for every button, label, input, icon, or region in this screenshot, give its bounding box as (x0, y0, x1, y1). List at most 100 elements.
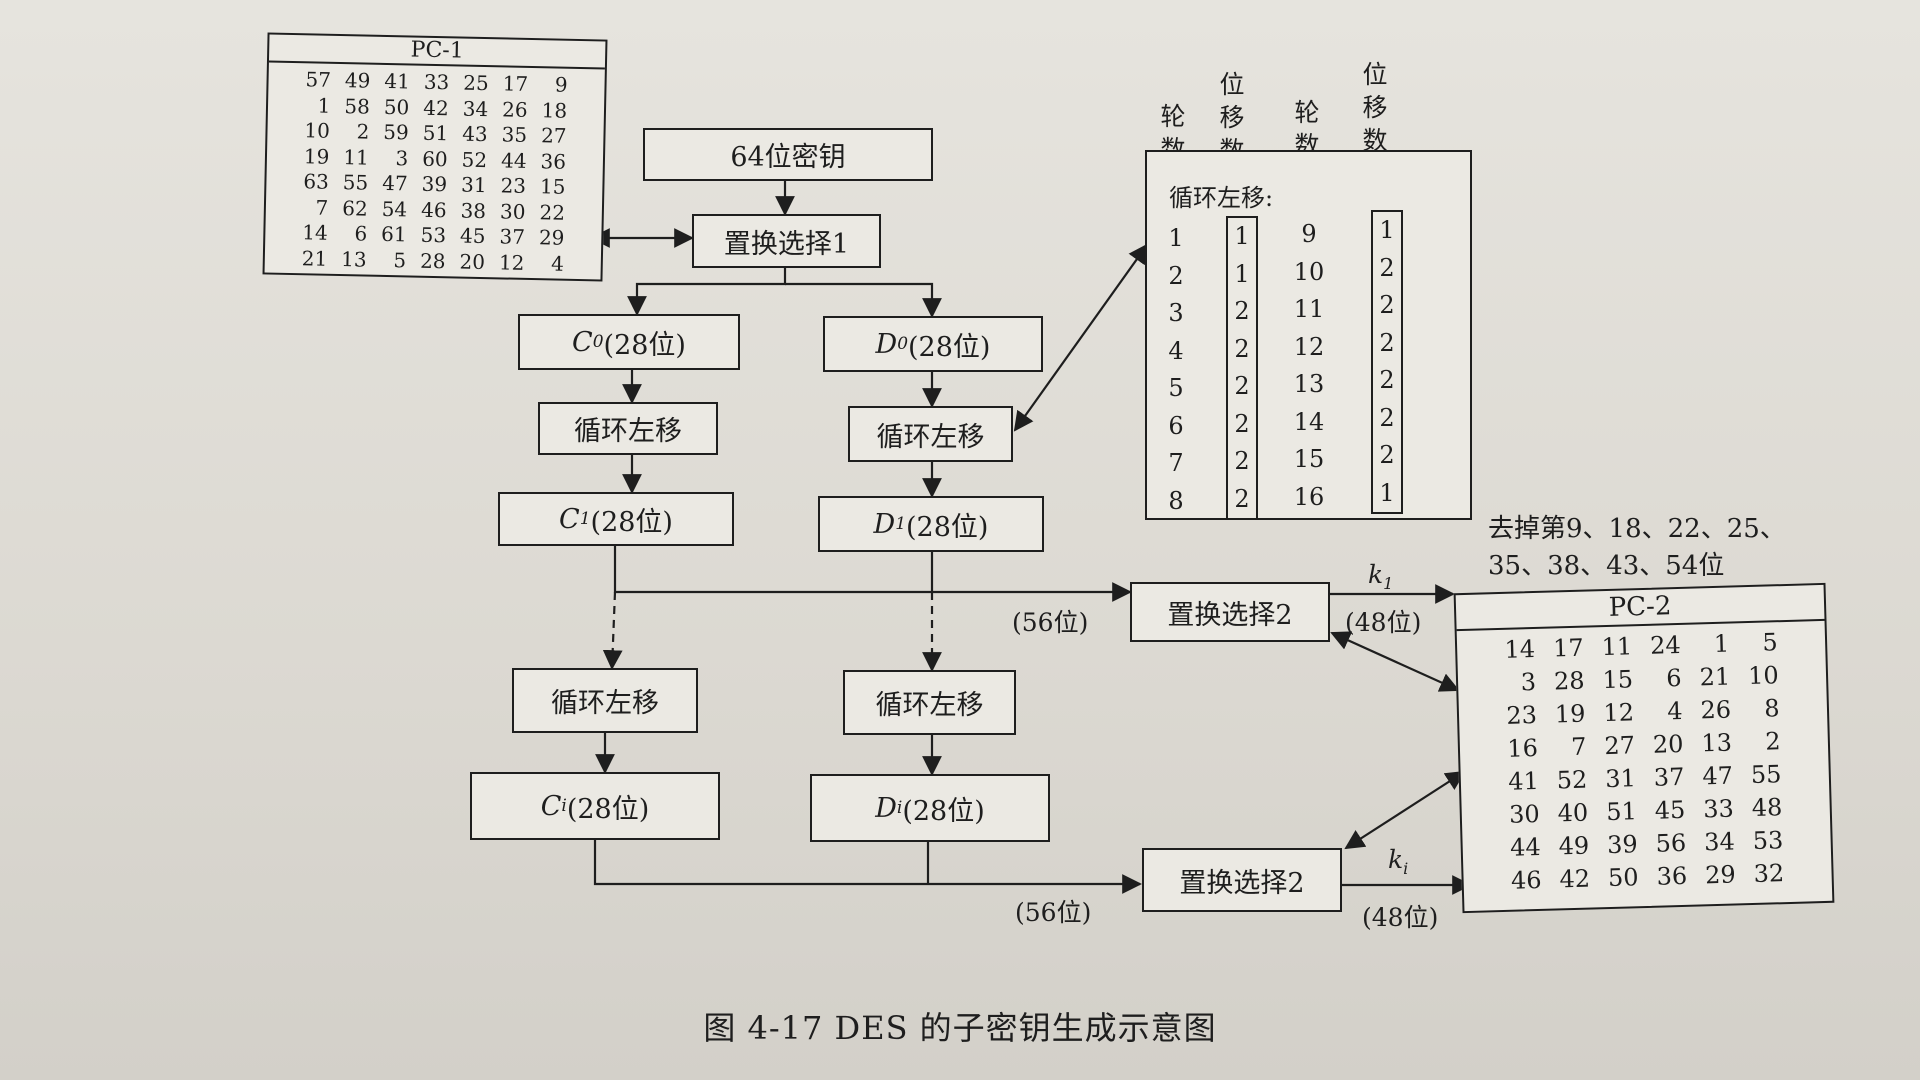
round-number: 4 (1168, 336, 1184, 365)
pc1-cell: 9 (554, 72, 568, 97)
c0-bits: (28位) (603, 329, 686, 361)
pc2-cell: 37 (1653, 762, 1685, 792)
shift-table-title: 循环左移: (1169, 184, 1274, 212)
pc2-cell: 56 (1655, 828, 1687, 858)
pc1-cell: 57 (305, 67, 332, 92)
pc2-cell: 32 (1753, 859, 1785, 888)
ci-sub: i (561, 796, 567, 816)
pc2-cell: 53 (1752, 826, 1784, 855)
d1-bits: (28位) (906, 511, 989, 543)
pc1-cell: 44 (500, 147, 527, 173)
pc2-cell: 50 (1607, 863, 1639, 893)
pc1-cell: 10 (304, 118, 331, 143)
pc1-title: PC-1 (268, 34, 606, 70)
ki-label: ki (1388, 845, 1408, 878)
ki-letter: k (1388, 845, 1404, 874)
pc1-cell: 31 (460, 172, 487, 198)
pc2-cell: 24 (1649, 630, 1682, 660)
c1-bits: (28位) (590, 506, 673, 538)
pc1-cell: 1 (317, 93, 331, 118)
pc2-cell: 21 (1699, 662, 1731, 692)
pc1-cell: 36 (540, 148, 567, 174)
pc2-cell: 36 (1656, 861, 1688, 891)
pc1-cell: 59 (383, 119, 410, 145)
di-sub: i (896, 798, 903, 818)
pc1-cell: 30 (499, 198, 526, 224)
shift-count: 1 (1379, 216, 1395, 244)
pc1-cell: 41 (384, 68, 411, 94)
pc2-cell: 26 (1700, 695, 1732, 725)
pc2-cell: 15 (1602, 665, 1634, 695)
c1-letter: C (559, 503, 580, 535)
round-number: 6 (1168, 411, 1184, 440)
pc1-cell: 11 (343, 144, 370, 170)
pc1-cell: 12 (498, 249, 525, 275)
shift-count: 2 (1234, 447, 1250, 475)
ci-bits: (28位) (566, 793, 650, 825)
rotate-c-1-box: 循环左移 (538, 402, 718, 455)
pc1-cell: 61 (380, 221, 407, 247)
pc2-cell: 10 (1747, 661, 1780, 691)
shift-count: 1 (1234, 259, 1250, 288)
pc1-cell: 55 (342, 170, 369, 195)
pc1-cell: 37 (499, 224, 526, 249)
pc2-cell: 19 (1554, 699, 1586, 729)
pc1-cell: 50 (383, 94, 410, 119)
header-round-b-ch1: 轮 (1294, 98, 1320, 127)
pc2-cell: 3 (1520, 667, 1537, 697)
pc2-cell: 28 (1553, 666, 1585, 696)
round-number: 13 (1293, 370, 1325, 398)
rotate-d-1-box: 循环左移 (848, 406, 1013, 462)
shift-count: 2 (1379, 366, 1395, 394)
shift-count: 1 (1234, 222, 1250, 250)
pc1-cell: 52 (461, 147, 488, 172)
pc1-cell: 18 (541, 97, 568, 123)
ci-letter: C (540, 790, 562, 822)
drop-bits-line1: 去掉第9、18、22、25、 (1488, 514, 1786, 544)
pc2-cell: 30 (1508, 799, 1541, 829)
round-number: 14 (1293, 407, 1325, 436)
shift-count: 2 (1379, 328, 1395, 357)
round-number: 3 (1168, 299, 1184, 327)
pc2-cell: 40 (1557, 798, 1589, 828)
shift-count: 2 (1379, 441, 1395, 469)
k1-letter: k (1368, 560, 1384, 589)
pc2-cell: 5 (1762, 628, 1779, 657)
k1-label: k1 (1368, 560, 1393, 593)
pc1-cell: 54 (381, 196, 408, 221)
pc2-cell: 33 (1702, 794, 1735, 824)
rotate-c-1-label: 循环左移 (574, 416, 682, 447)
bits48-label-1: (48位) (1345, 608, 1422, 637)
pc1-cell: 2 (356, 119, 370, 144)
header-shift-a-ch2: 移 (1219, 103, 1245, 132)
pc2-cell: 14 (1504, 635, 1536, 664)
pc2-cell: 20 (1652, 729, 1684, 759)
rotate-d-i-box: 循环左移 (843, 670, 1016, 735)
round-number: 15 (1293, 445, 1325, 473)
pc2-select-box-1: 置换选择2 (1130, 582, 1330, 642)
round-number: 9 (1301, 220, 1317, 248)
pc1-cell: 42 (423, 95, 450, 120)
round-number: 8 (1168, 486, 1184, 515)
pc1-cell: 39 (421, 171, 448, 197)
pc2-cell: 44 (1509, 832, 1542, 862)
pc1-cell: 29 (538, 225, 565, 250)
shift-count: 2 (1234, 372, 1250, 400)
pc2-cell: 51 (1605, 797, 1638, 827)
pc2-cell: 46 (1510, 865, 1542, 895)
pc1-cell: 7 (315, 195, 329, 220)
c1-sub: 1 (579, 509, 591, 529)
pc2-cell: 16 (1506, 733, 1539, 763)
pc1-cell: 15 (539, 174, 566, 199)
bits48-label-i: (48位) (1362, 903, 1439, 932)
pc1-cell: 25 (463, 70, 489, 96)
pc2-cell: 49 (1558, 831, 1590, 861)
